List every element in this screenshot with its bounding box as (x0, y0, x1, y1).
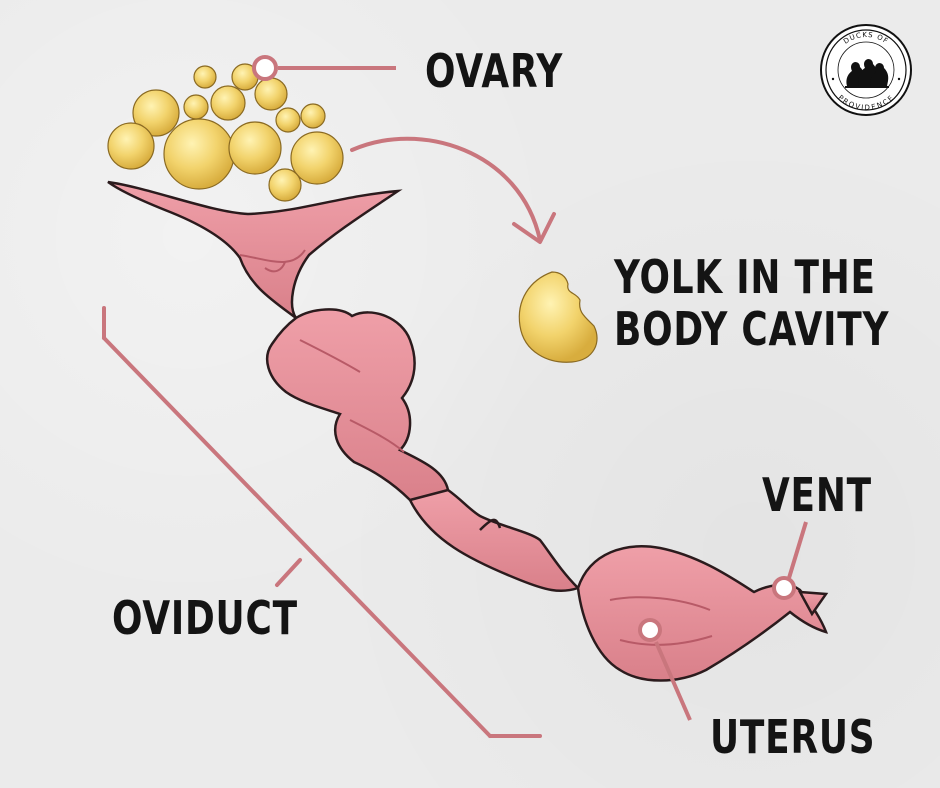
uterus-callout (638, 618, 692, 721)
yolk-label: YOLK IN THE BODY CAVITY (614, 250, 890, 356)
vent-callout (772, 521, 808, 600)
vent-label: VENT (762, 468, 872, 522)
ovary-follicles (107, 63, 344, 202)
oviduct-bracket (102, 306, 542, 738)
yolk-label-line2: BODY CAVITY (614, 301, 890, 356)
yolk-label-line1: YOLK IN THE (614, 250, 876, 304)
oviduct-organ (107, 180, 829, 682)
callout-circle-icon (252, 55, 278, 81)
callout-circle-icon (772, 576, 796, 600)
oviduct-label: OVIDUCT (112, 591, 298, 645)
ovary-callout (252, 55, 396, 81)
curved-arrow-icon (350, 136, 556, 244)
duck-silhouettes-icon (845, 59, 889, 88)
yolk-icon (518, 271, 598, 363)
ducks-logo-icon: DUCKS OF PROVIDENCE (820, 24, 912, 116)
uterus-label: UTERUS (710, 710, 876, 764)
callout-circle-icon (638, 618, 662, 642)
ovary-label: OVARY (425, 44, 564, 98)
